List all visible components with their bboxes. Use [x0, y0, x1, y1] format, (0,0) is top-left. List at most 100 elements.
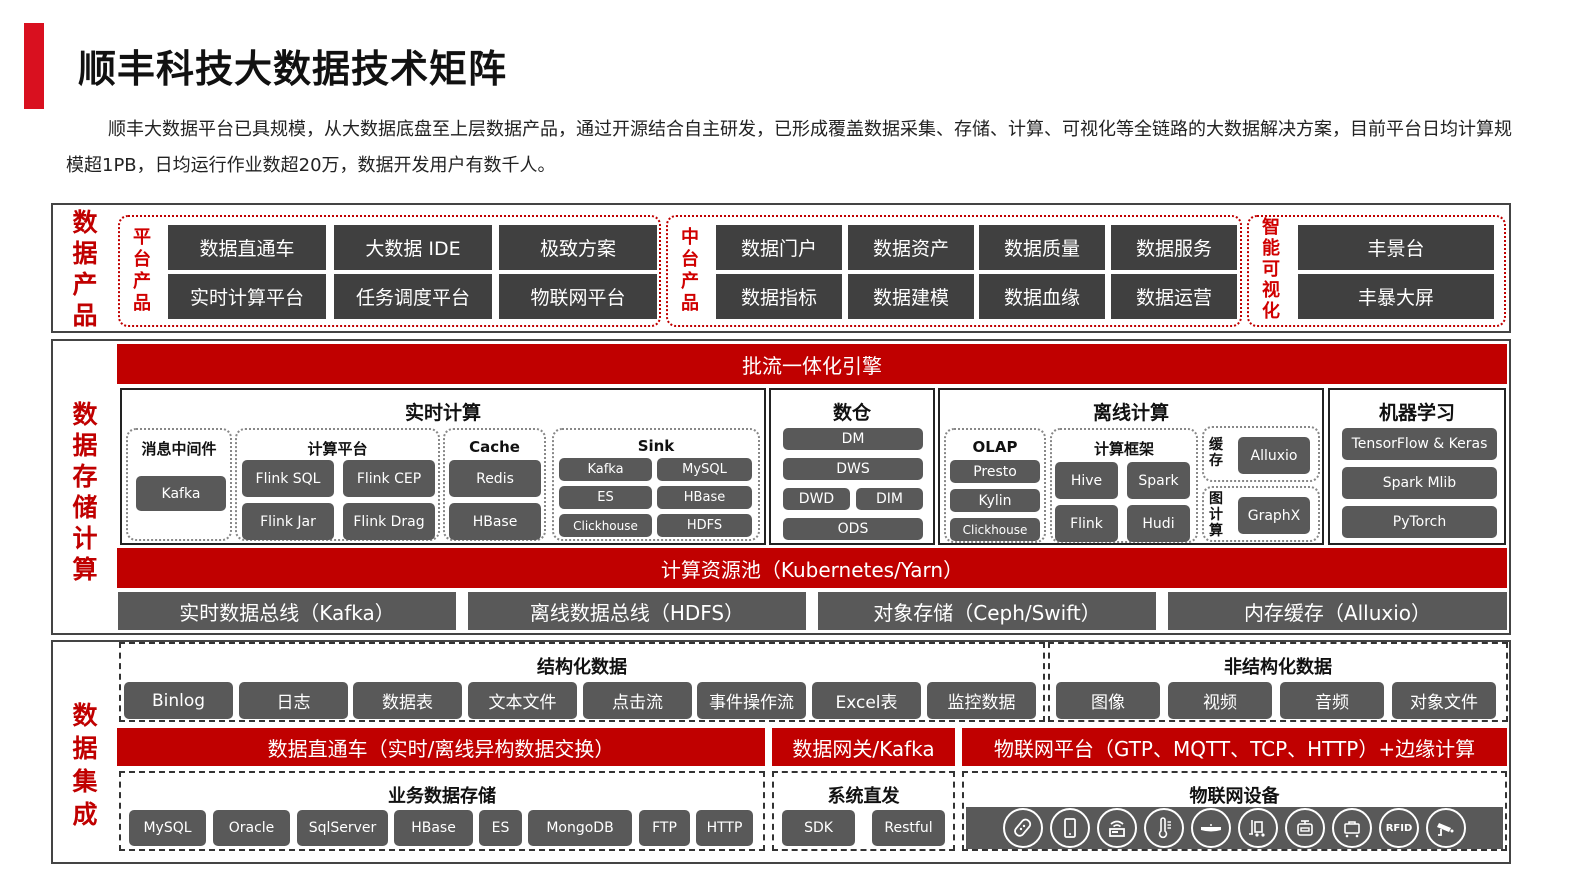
scale-icon[interactable]	[1285, 808, 1325, 848]
platform-item[interactable]: Flink CEP	[343, 460, 435, 497]
ml-box: 机器学习 TensorFlow & Keras Spark Mlib PyTor…	[1328, 388, 1506, 545]
business-item[interactable]: MongoDB	[528, 810, 632, 846]
product-item[interactable]: 数据直通车	[168, 225, 326, 270]
business-item[interactable]: FTP	[639, 810, 690, 846]
sink-item[interactable]: Kafka	[559, 458, 652, 481]
warehouse-layer[interactable]: DWS	[783, 458, 923, 480]
product-item[interactable]: 丰景台	[1298, 225, 1494, 270]
wifi-router-icon[interactable]	[1097, 808, 1137, 848]
structured-item[interactable]: 监控数据	[927, 682, 1036, 719]
product-item[interactable]: 数据资产	[848, 225, 974, 270]
structured-item[interactable]: 点击流	[583, 682, 692, 719]
data-channel-bar[interactable]: 数据网关/Kafka	[772, 728, 955, 766]
warehouse-layer[interactable]: DIM	[856, 488, 923, 510]
product-item[interactable]: 数据运营	[1111, 274, 1237, 319]
data-bus-bar[interactable]: 离线数据总线（HDFS）	[468, 592, 806, 630]
graphx-item[interactable]: GraphX	[1238, 497, 1310, 534]
warehouse-layer[interactable]: DM	[783, 428, 923, 450]
business-item[interactable]: Oracle	[213, 810, 290, 846]
thermometer-icon[interactable]	[1144, 808, 1184, 848]
rfid-icon[interactable]: RFID	[1379, 808, 1419, 848]
system-item[interactable]: Restful	[872, 810, 945, 846]
business-item[interactable]: MySQL	[129, 810, 206, 846]
sink-item[interactable]: Clickhouse	[559, 514, 652, 537]
platform-item[interactable]: Flink SQL	[242, 460, 334, 497]
product-item[interactable]: 数据服务	[1111, 225, 1237, 270]
ml-item[interactable]: PyTorch	[1342, 506, 1497, 538]
alluxio-item[interactable]: Alluxio	[1238, 437, 1310, 474]
structured-item[interactable]: Binlog	[124, 682, 233, 719]
warehouse-title: 数仓	[832, 402, 871, 424]
unstructured-item[interactable]: 图像	[1056, 682, 1160, 719]
page-description: 顺丰大数据平台已具规模，从大数据底盘至上层数据产品，通过开源结合自主研发，已形成…	[66, 119, 1512, 176]
cache-item[interactable]: HBase	[449, 503, 541, 540]
data-bus-bar[interactable]: 内存缓存（Alluxio）	[1168, 592, 1507, 630]
data-channel-bar[interactable]: 物联网平台（GTP、MQTT、TCP、HTTP）+边缘计算	[962, 728, 1507, 766]
framework-item[interactable]: Flink	[1055, 505, 1118, 542]
cache-item[interactable]: Redis	[449, 460, 541, 497]
data-bus-bar[interactable]: 实时数据总线（Kafka）	[118, 592, 456, 630]
olap-item[interactable]: Clickhouse	[950, 518, 1040, 541]
batch-stream-engine-bar[interactable]: 批流一体化引擎	[117, 344, 1507, 384]
product-item[interactable]: 物联网平台	[499, 274, 657, 319]
phone-icon[interactable]	[1050, 808, 1090, 848]
cache-title: Cache	[469, 438, 520, 456]
product-item[interactable]: 数据质量	[979, 225, 1105, 270]
structured-item[interactable]: 事件操作流	[697, 682, 806, 719]
forklift-icon[interactable]	[1238, 808, 1278, 848]
framework-item[interactable]: Spark	[1127, 462, 1190, 499]
platform-item[interactable]: Flink Jar	[242, 503, 334, 540]
title-accent-bar	[24, 23, 44, 109]
structured-item[interactable]: 文本文件	[468, 682, 577, 719]
data-bus-bar[interactable]: 对象存储（Ceph/Swift）	[818, 592, 1156, 630]
warehouse-layer[interactable]: ODS	[783, 518, 923, 540]
system-item[interactable]: SDK	[782, 810, 855, 846]
scanner-device-icon[interactable]	[1191, 808, 1231, 848]
product-item[interactable]: 数据血缘	[979, 274, 1105, 319]
product-item[interactable]: 数据建模	[848, 274, 974, 319]
warehouse-layer[interactable]: DWD	[783, 488, 850, 510]
unstructured-item[interactable]: 视频	[1168, 682, 1272, 719]
luggage-cart-icon[interactable]	[1332, 808, 1372, 848]
wristband-icon[interactable]	[1003, 808, 1043, 848]
business-item[interactable]: ES	[479, 810, 522, 846]
structured-item[interactable]: Excel表	[812, 682, 921, 719]
visual-products-group: 智能可视化 丰景台 丰暴大屏	[1247, 215, 1506, 327]
business-item[interactable]: HTTP	[696, 810, 753, 846]
product-item[interactable]: 数据指标	[716, 274, 842, 319]
camera-icon[interactable]	[1426, 808, 1466, 848]
integration-label: 数据集成	[72, 701, 98, 829]
framework-item[interactable]: Hive	[1055, 462, 1118, 499]
iot-devices-group: 物联网设备	[962, 771, 1507, 851]
resource-pool-bar[interactable]: 计算资源池（Kubernetes/Yarn）	[117, 548, 1507, 588]
product-item[interactable]: 极致方案	[499, 225, 657, 270]
product-item[interactable]: 数据门户	[716, 225, 842, 270]
sink-item[interactable]: HBase	[657, 486, 752, 509]
unstructured-item[interactable]: 对象文件	[1392, 682, 1496, 719]
data-channel-bar[interactable]: 数据直通车（实时/离线异构数据交换）	[117, 728, 765, 766]
product-item[interactable]: 实时计算平台	[168, 274, 326, 319]
storage-panel: 数据存储计算 批流一体化引擎 实时计算 消息中间件 Kafka 计算平台 Fli…	[51, 339, 1511, 635]
sink-item[interactable]: MySQL	[657, 458, 752, 481]
sink-item[interactable]: ES	[559, 486, 652, 509]
product-item[interactable]: 任务调度平台	[334, 274, 492, 319]
ml-item[interactable]: Spark Mlib	[1342, 467, 1497, 499]
business-storage-title: 业务数据存储	[388, 786, 496, 807]
sink-item[interactable]: HDFS	[657, 514, 752, 537]
olap-item[interactable]: Kylin	[950, 489, 1040, 512]
ml-item[interactable]: TensorFlow & Keras	[1342, 428, 1497, 460]
mq-item[interactable]: Kafka	[136, 476, 226, 511]
iot-devices-title: 物联网设备	[1189, 786, 1280, 807]
olap-item[interactable]: Presto	[950, 460, 1040, 483]
system-direct-group: 系统直发 SDK Restful	[772, 771, 955, 851]
product-item[interactable]: 丰暴大屏	[1298, 274, 1494, 319]
mq-title: 消息中间件	[141, 440, 217, 458]
product-item[interactable]: 大数据 IDE	[334, 225, 492, 270]
business-item[interactable]: HBase	[394, 810, 473, 846]
platform-item[interactable]: Flink Drag	[343, 503, 435, 540]
structured-item[interactable]: 日志	[239, 682, 348, 719]
business-item[interactable]: SqlServer	[297, 810, 388, 846]
framework-item[interactable]: Hudi	[1127, 505, 1190, 542]
unstructured-item[interactable]: 音频	[1280, 682, 1384, 719]
structured-item[interactable]: 数据表	[353, 682, 462, 719]
